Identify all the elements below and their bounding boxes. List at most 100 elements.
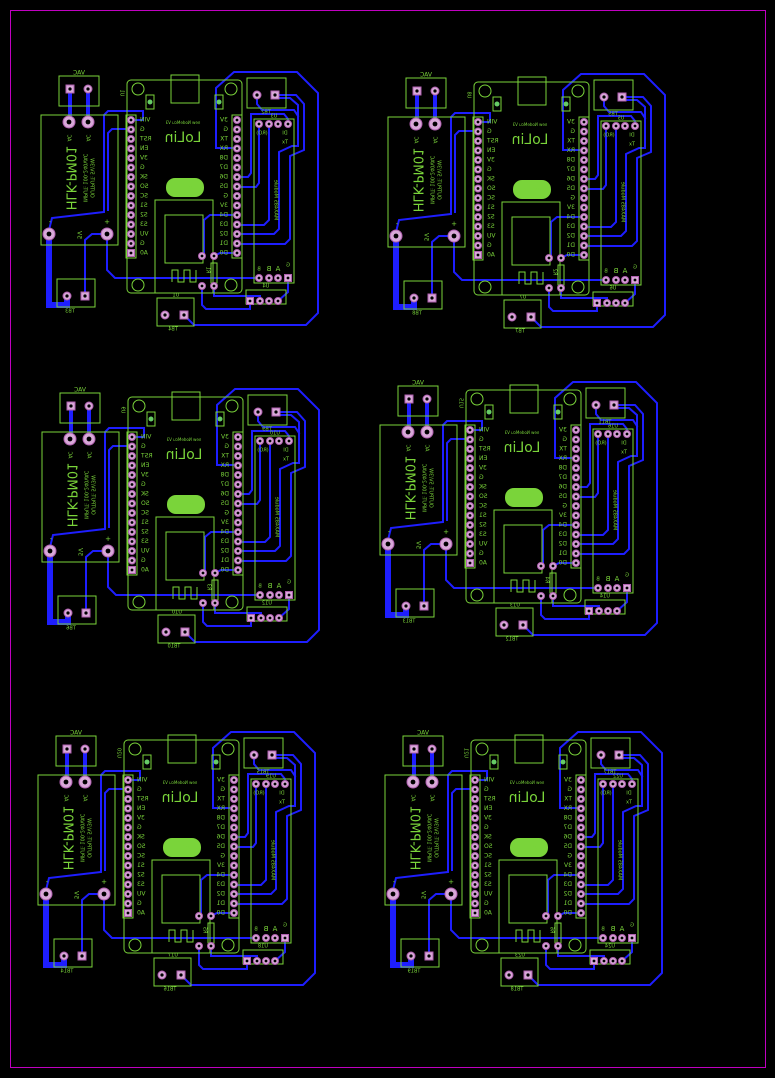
pin-label-right: 3V	[220, 519, 229, 526]
header-pin-left-hole	[468, 485, 472, 489]
trace-rx-loop	[179, 731, 316, 986]
header-pin-right-hole	[232, 835, 236, 839]
wifi-logo-badge	[510, 838, 548, 857]
trace-gnd	[451, 788, 476, 871]
pin-label-left: G	[137, 824, 142, 831]
max485-b-label: B	[596, 577, 600, 583]
trace-r-low	[198, 945, 248, 970]
header-pin-right-hole	[232, 788, 236, 791]
header-pin-left-hole	[476, 215, 480, 219]
pin-label-right: D8	[563, 815, 572, 822]
connector-pin-hole	[620, 959, 624, 963]
pin-label-left: RST	[479, 446, 491, 453]
pin-label-right: D4	[219, 212, 228, 219]
max485-module-label: MAX485 Module	[274, 497, 280, 537]
psu-input-label: INPUT: 100-240VAC	[421, 463, 427, 512]
pin-label-left: 3V	[478, 465, 487, 472]
trace-d4	[542, 524, 577, 567]
button-outline	[561, 96, 571, 112]
header-pin-left-hole	[476, 196, 480, 200]
psu-plus-pad-hole	[101, 891, 107, 897]
max485-designator: U16	[608, 424, 618, 430]
header-pin-left-hole	[126, 797, 130, 801]
pin-label-right: D0	[563, 910, 572, 917]
pin-label-right: D7	[563, 824, 572, 831]
psu-out-terminal-outline	[585, 387, 626, 419]
header-pin-right-hole	[235, 166, 239, 169]
pin-label-left: G	[487, 128, 492, 135]
pin-label-left: VU	[141, 548, 150, 555]
pin-label-left: SK	[136, 834, 145, 841]
header-pin-right-hole	[232, 864, 236, 867]
max485-b-label-large: B	[266, 265, 271, 273]
header-pin-right-hole	[236, 454, 240, 458]
nodemcu-designator: U1	[119, 90, 125, 97]
trace-gnd	[108, 445, 133, 528]
max485-outline	[254, 435, 296, 601]
vac-pad-1-hole	[412, 747, 416, 751]
wifi-logo-badge	[167, 495, 205, 514]
connector-designator: U24	[605, 944, 615, 950]
esp-shield	[503, 524, 543, 574]
pin-label-right: G	[567, 786, 572, 793]
header-pin-right-hole	[574, 514, 578, 517]
trace-r-low	[201, 285, 251, 310]
header-pin-right-hole	[235, 156, 239, 160]
mounting-hole	[563, 392, 577, 406]
pin-label-left: G	[140, 240, 145, 247]
header-pin-left-hole	[468, 504, 472, 508]
pin-label-left: SK	[140, 491, 149, 498]
pin-label-left: VU	[137, 891, 146, 898]
max485-di-label: DI	[629, 133, 634, 139]
pin-label-left: VIN	[140, 117, 150, 124]
pin-label-left: VIN	[141, 434, 151, 441]
pin-label-right: D4	[216, 872, 225, 879]
header-pin-right-hole	[574, 533, 578, 536]
max485-b-label: B	[254, 927, 258, 933]
psu-output-label: OUTPUT: 5V/3W	[86, 818, 92, 858]
header-pin-right-hole	[232, 845, 236, 848]
max485-b-label: B	[604, 269, 608, 275]
header-pin-right-hole	[232, 892, 236, 896]
pin-label-right: D0	[220, 567, 229, 574]
resistor-pad-hole	[556, 914, 560, 918]
esp-module-outline	[493, 509, 553, 604]
connector-pin-hole	[264, 959, 268, 963]
left-header-outline	[472, 116, 484, 261]
pin-label-left: VIN	[484, 777, 494, 784]
header-pin-right-hole	[582, 187, 586, 190]
resistor-pad-hole	[547, 286, 551, 290]
pin-label-right: G	[224, 510, 229, 517]
resistor-pad-hole	[551, 564, 555, 568]
plus-label: +	[105, 535, 111, 543]
psu-out-designator: TB9	[262, 427, 273, 433]
resistor-outline	[557, 264, 565, 286]
esp-shield	[164, 214, 204, 264]
mounting-hole	[563, 588, 577, 602]
pin-label-right: D1	[219, 240, 228, 247]
header-pin-left-hole	[130, 540, 134, 543]
psu-minus-pad-hole	[46, 231, 52, 237]
out-terminal-ref: U17	[168, 953, 178, 959]
connector-pin-hole	[245, 959, 249, 963]
pin-label-right: 3V	[558, 512, 567, 519]
left-header-outline	[125, 114, 137, 259]
max485-top-pin-hole	[258, 439, 262, 443]
pin-label-left: RST	[484, 796, 496, 803]
psu-name: HLK-PM01	[64, 463, 79, 527]
dc-terminal-designator: TB3	[65, 309, 76, 315]
pin-label-left: G	[141, 557, 146, 564]
max485-bottom-pin-hole	[601, 936, 605, 940]
max485-top-pin-hole	[625, 432, 629, 436]
out-terminal-designator: TB4	[168, 327, 179, 333]
header-pin-left-hole	[468, 466, 472, 470]
pin-label-right: G	[562, 436, 567, 443]
mounting-hole	[475, 742, 489, 756]
antenna-trace	[510, 579, 536, 593]
max485-b-label: B	[601, 927, 605, 933]
out-term-pad-1-hole	[510, 315, 514, 319]
header-pin-left-hole	[129, 213, 133, 217]
header-pin-left-hole	[126, 778, 130, 782]
trace-r-low	[540, 595, 590, 620]
